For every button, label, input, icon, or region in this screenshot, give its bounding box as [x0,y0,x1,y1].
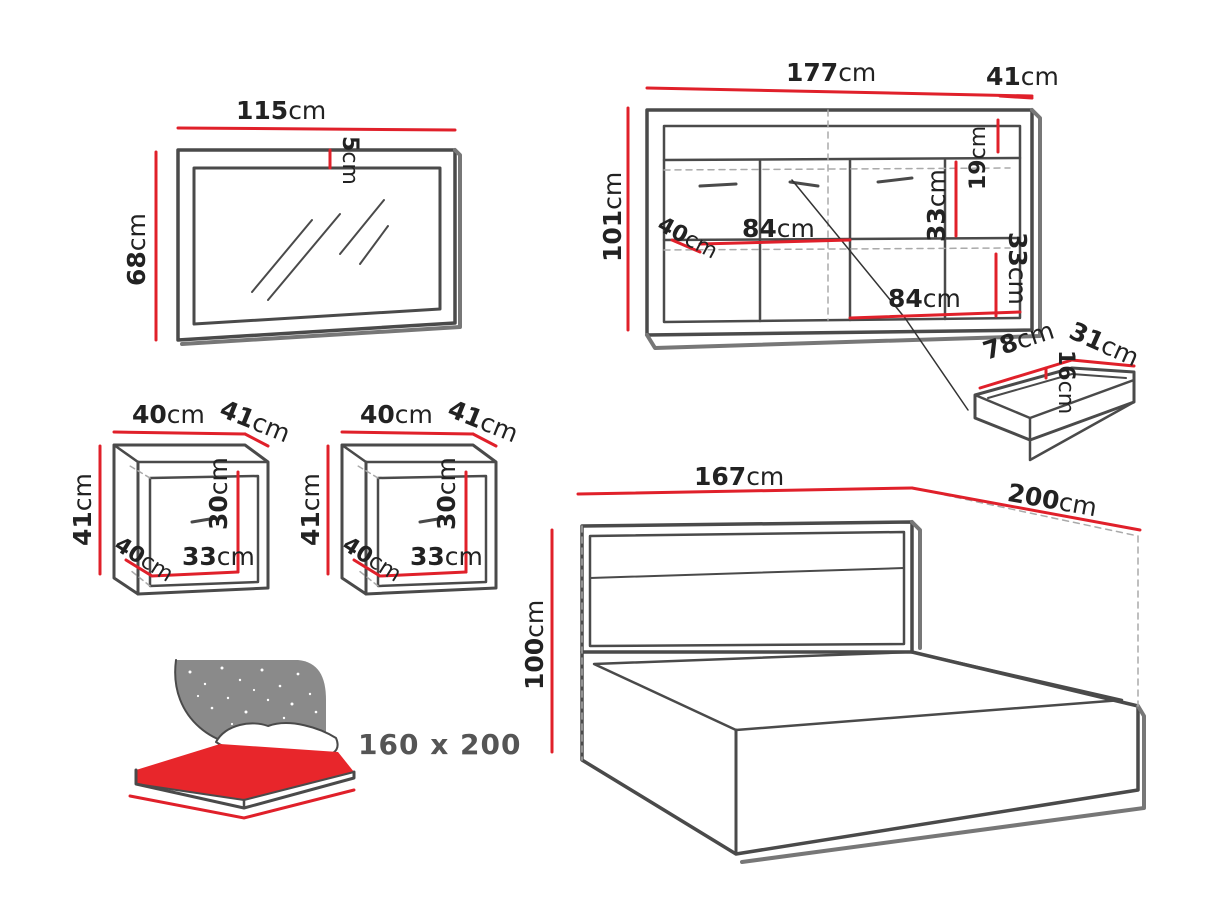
sideboard-shelf-width-bottom-label: 84cm [888,284,961,313]
drawer-height-label: 16cm [1053,350,1078,415]
nightstand-1-width-label: 40cm [132,400,205,429]
sideboard-drawer-height-label: 19cm [966,125,991,190]
dimension-lines [98,86,1142,820]
bed-width-label: 167cm [694,462,785,491]
sideboard-depth-label: 41cm [986,62,1059,91]
nightstand-2-height-label: 41cm [296,473,325,546]
mirror-width-label: 115cm [236,96,327,125]
bed-drawing [580,487,1146,864]
drawer-drawing [973,366,1136,462]
mirror-height-label: 68cm [122,213,151,286]
sideboard-shelf-width-top-label: 84cm [742,214,815,243]
bed-height-label: 100cm [520,599,549,690]
nightstand-1-inner-height-label: 30cm [204,457,233,530]
sideboard-lower-height-label: 33cm [1003,232,1032,305]
nightstand-1-inner-width-label: 33cm [182,542,255,571]
mirror-drawing [176,148,462,346]
mattress-size-label: 160 x 200 [358,728,522,761]
nightstand-2-inner-height-label: 30cm [432,457,461,530]
mirror-frame-label: 5cm [337,136,362,185]
sideboard-width-label: 177cm [786,58,877,87]
nightstand-2-width-label: 40cm [360,400,433,429]
nightstand-2-drawing [340,443,498,596]
sideboard-drawing [645,108,1042,411]
sideboard-height-label: 101cm [598,171,627,262]
sideboard-compartment-height-label: 33cm [922,169,951,242]
nightstand-1-height-label: 41cm [68,473,97,546]
nightstand-1-drawing [112,443,270,596]
mattress-icon [134,659,356,810]
nightstand-2-inner-width-label: 33cm [410,542,483,571]
star-icons [188,666,318,726]
